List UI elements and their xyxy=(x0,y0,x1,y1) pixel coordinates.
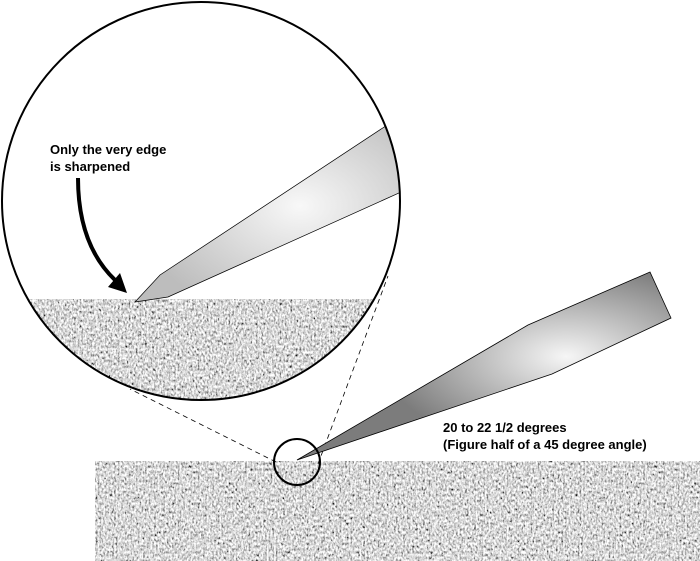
zoom-projection-line-right xyxy=(317,275,389,465)
detail-marker-circle xyxy=(273,438,321,486)
sharpening-stone xyxy=(95,461,700,561)
blade xyxy=(296,271,672,461)
zoom-projection-line-left xyxy=(129,388,277,463)
magnified-view xyxy=(1,1,401,401)
magnified-blade xyxy=(134,109,400,303)
edge-note-line1: Only the very edge xyxy=(50,142,166,157)
angle-label-line1: 20 to 22 1/2 degrees xyxy=(443,420,567,435)
edge-note-line2: is sharpened xyxy=(50,159,130,174)
arrow-icon xyxy=(76,177,127,293)
angle-label-line2: (Figure half of a 45 degree angle) xyxy=(443,437,647,452)
